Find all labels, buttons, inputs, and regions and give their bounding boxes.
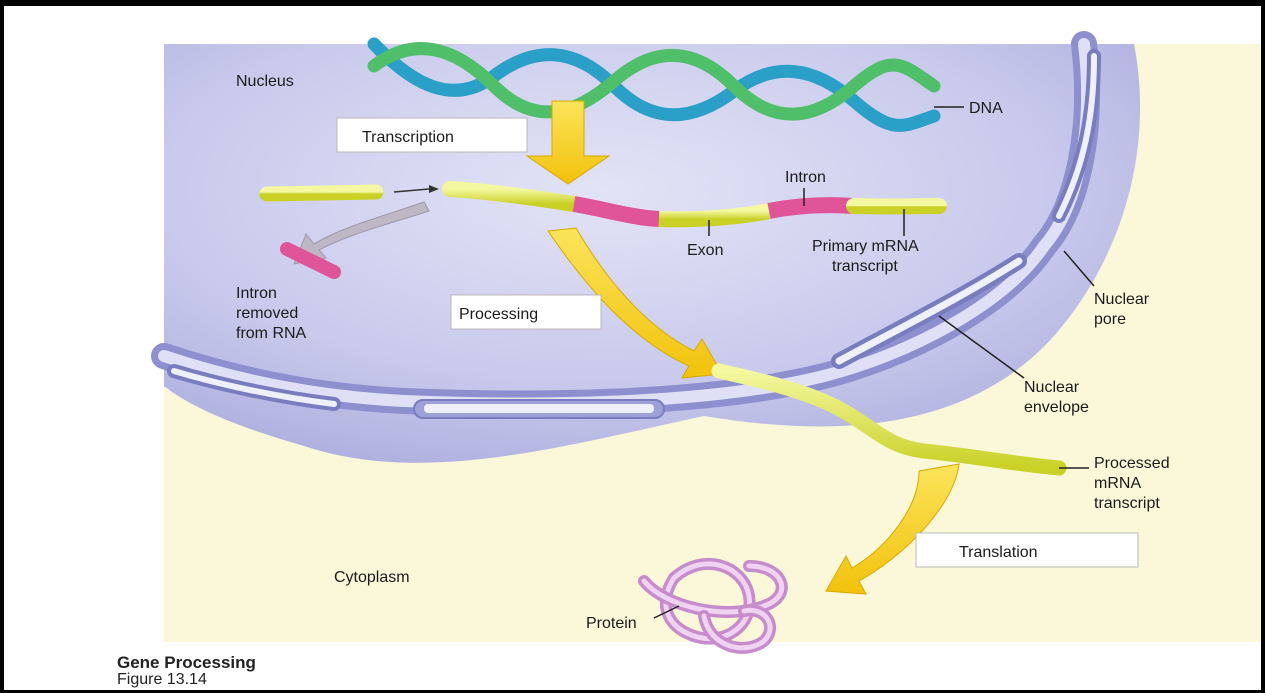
translation-label: Translation bbox=[959, 544, 1038, 561]
nuclear-envelope-label-line2: envelope bbox=[1024, 399, 1089, 416]
intron-label: Intron bbox=[785, 169, 826, 186]
nuclear-pore-label-line1: Nuclear bbox=[1094, 291, 1150, 308]
cytoplasm-label: Cytoplasm bbox=[334, 569, 410, 586]
processed-mrna-label-line2: mRNA bbox=[1094, 475, 1141, 492]
intron-removed-label-line3: from RNA bbox=[236, 325, 307, 342]
processed-mrna-label-line3: transcript bbox=[1094, 495, 1160, 512]
processing-label: Processing bbox=[459, 306, 538, 323]
transcription-label: Transcription bbox=[362, 129, 454, 146]
envelope-segment-lumen bbox=[424, 404, 654, 413]
nucleus-label: Nucleus bbox=[236, 73, 294, 90]
primary-mrna-label-line1: Primary mRNA bbox=[812, 238, 919, 255]
figure-frame: Nucleus DNA Transcription Intron Exon Pr… bbox=[4, 6, 1261, 690]
processed-mrna-label-line1: Processed bbox=[1094, 455, 1170, 472]
mrna-fragment bbox=[267, 192, 376, 194]
exon-label: Exon bbox=[687, 242, 723, 259]
intron-removed-label-line1: Intron bbox=[236, 285, 277, 302]
dna-label: DNA bbox=[969, 100, 1003, 117]
protein-label: Protein bbox=[586, 615, 637, 632]
primary-mrna-label-line2: transcript bbox=[832, 258, 898, 275]
nuclear-envelope-label-line1: Nuclear bbox=[1024, 379, 1080, 396]
nuclear-pore-label-line2: pore bbox=[1094, 311, 1126, 328]
gene-processing-diagram: Nucleus DNA Transcription Intron Exon Pr… bbox=[4, 6, 1261, 690]
caption-subtitle: Figure 13.14 bbox=[117, 671, 207, 688]
intron-removed-label-line2: removed bbox=[236, 305, 298, 322]
caption-title: Gene Processing bbox=[117, 653, 256, 672]
